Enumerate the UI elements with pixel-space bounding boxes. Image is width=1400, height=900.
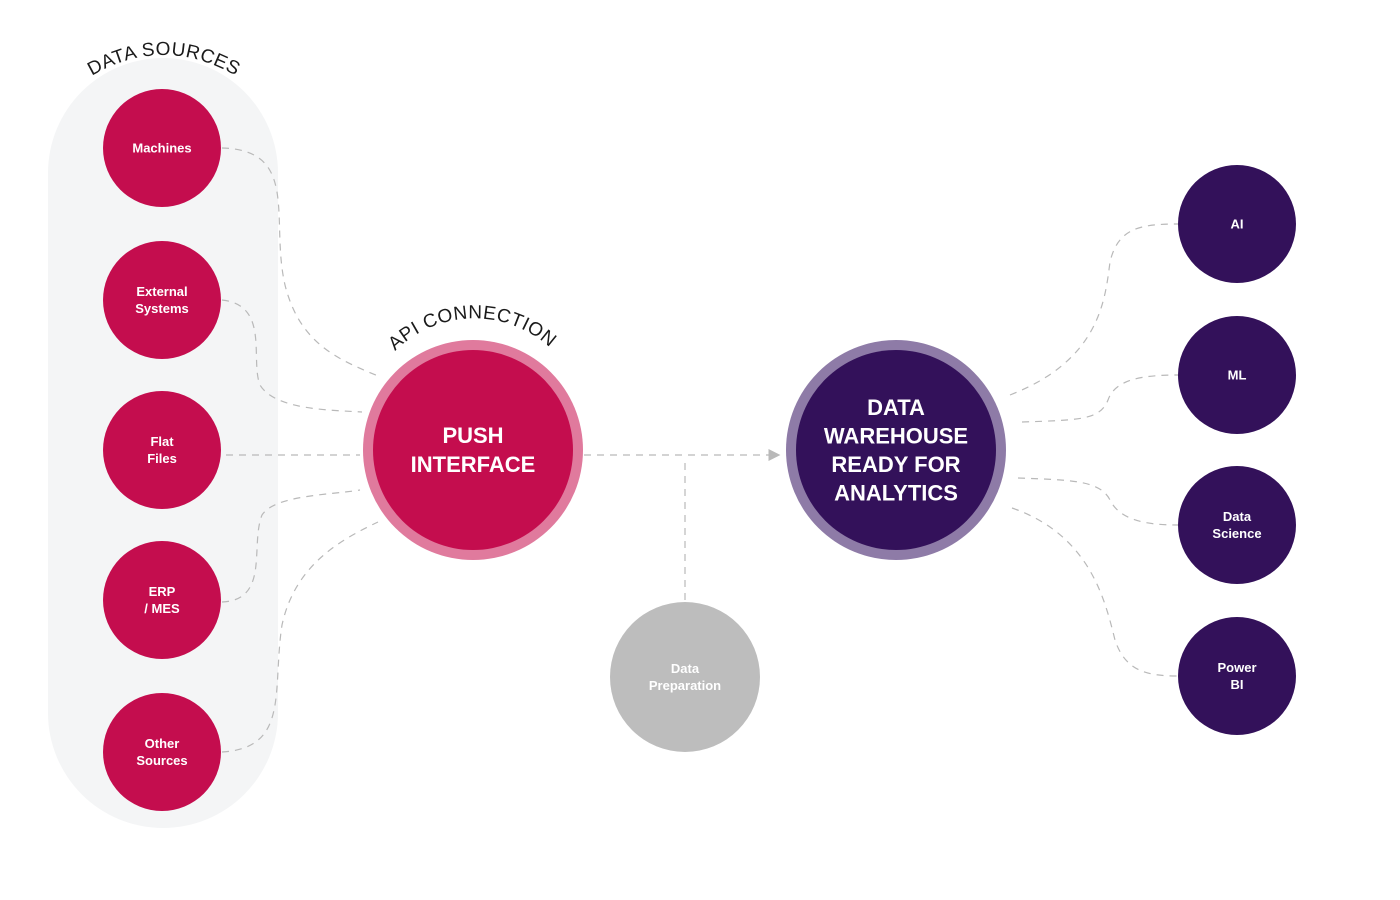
source-erp-mes-label: ERP <box>149 584 176 599</box>
data-warehouse-label: WAREHOUSE <box>824 423 968 448</box>
source-machines: Machines <box>103 89 221 207</box>
source-flat-files-circle <box>103 391 221 509</box>
output-data-science-label: Science <box>1212 526 1261 541</box>
output-data-science-circle <box>1178 466 1296 584</box>
source-machines-label: Machines <box>132 141 191 156</box>
output-data-science-label: Data <box>1223 509 1252 524</box>
data-warehouse-circle <box>796 350 996 550</box>
data-warehouse-label: ANALYTICS <box>834 480 958 505</box>
connector-data-science <box>1017 477 1179 526</box>
source-external-systems-label: Systems <box>135 301 188 316</box>
data-preparation-label: Data <box>671 661 700 676</box>
data-warehouse-label: READY FOR <box>831 452 960 477</box>
connector-erp-mes <box>221 489 361 603</box>
push-interface: PUSH INTERFACE <box>363 340 583 560</box>
source-other-sources-circle <box>103 693 221 811</box>
push-interface-label: INTERFACE <box>411 452 536 477</box>
push-interface-label: PUSH <box>442 423 503 448</box>
output-ml: ML <box>1178 316 1296 434</box>
output-power-bi-circle <box>1178 617 1296 735</box>
connector-ml <box>1021 374 1179 423</box>
output-ai: AI <box>1178 165 1296 283</box>
source-other-sources-label: Other <box>145 736 180 751</box>
source-external-systems-circle <box>103 241 221 359</box>
connector-other-sources <box>221 521 379 753</box>
data-preparation-label: Preparation <box>649 678 721 693</box>
output-ml-label: ML <box>1228 368 1247 383</box>
source-erp-mes: ERP / MES <box>103 541 221 659</box>
connector-ai <box>1009 223 1179 396</box>
output-ai-circle <box>1178 165 1296 283</box>
source-flat-files-label: Flat <box>150 434 174 449</box>
data-preparation-circle <box>610 602 760 752</box>
push-interface-circle <box>373 350 573 550</box>
source-machines-circle <box>103 89 221 207</box>
output-ai-label: AI <box>1231 217 1244 232</box>
source-other-sources-label: Sources <box>136 753 187 768</box>
connector-power-bi <box>1011 507 1179 677</box>
source-external-systems-label: External <box>136 284 187 299</box>
source-erp-mes-circle <box>103 541 221 659</box>
data-warehouse: DATA WAREHOUSE READY FOR ANALYTICS <box>786 340 1006 560</box>
connectors <box>221 147 1179 753</box>
output-power-bi-label: Power <box>1217 660 1256 675</box>
source-flat-files-label: Files <box>147 451 177 466</box>
output-ml-circle <box>1178 316 1296 434</box>
connector-external-systems <box>221 299 363 413</box>
output-power-bi-label: BI <box>1231 677 1244 692</box>
connector-machines <box>221 147 379 377</box>
data-warehouse-label: DATA <box>867 395 925 420</box>
source-erp-mes-label: / MES <box>144 601 180 616</box>
